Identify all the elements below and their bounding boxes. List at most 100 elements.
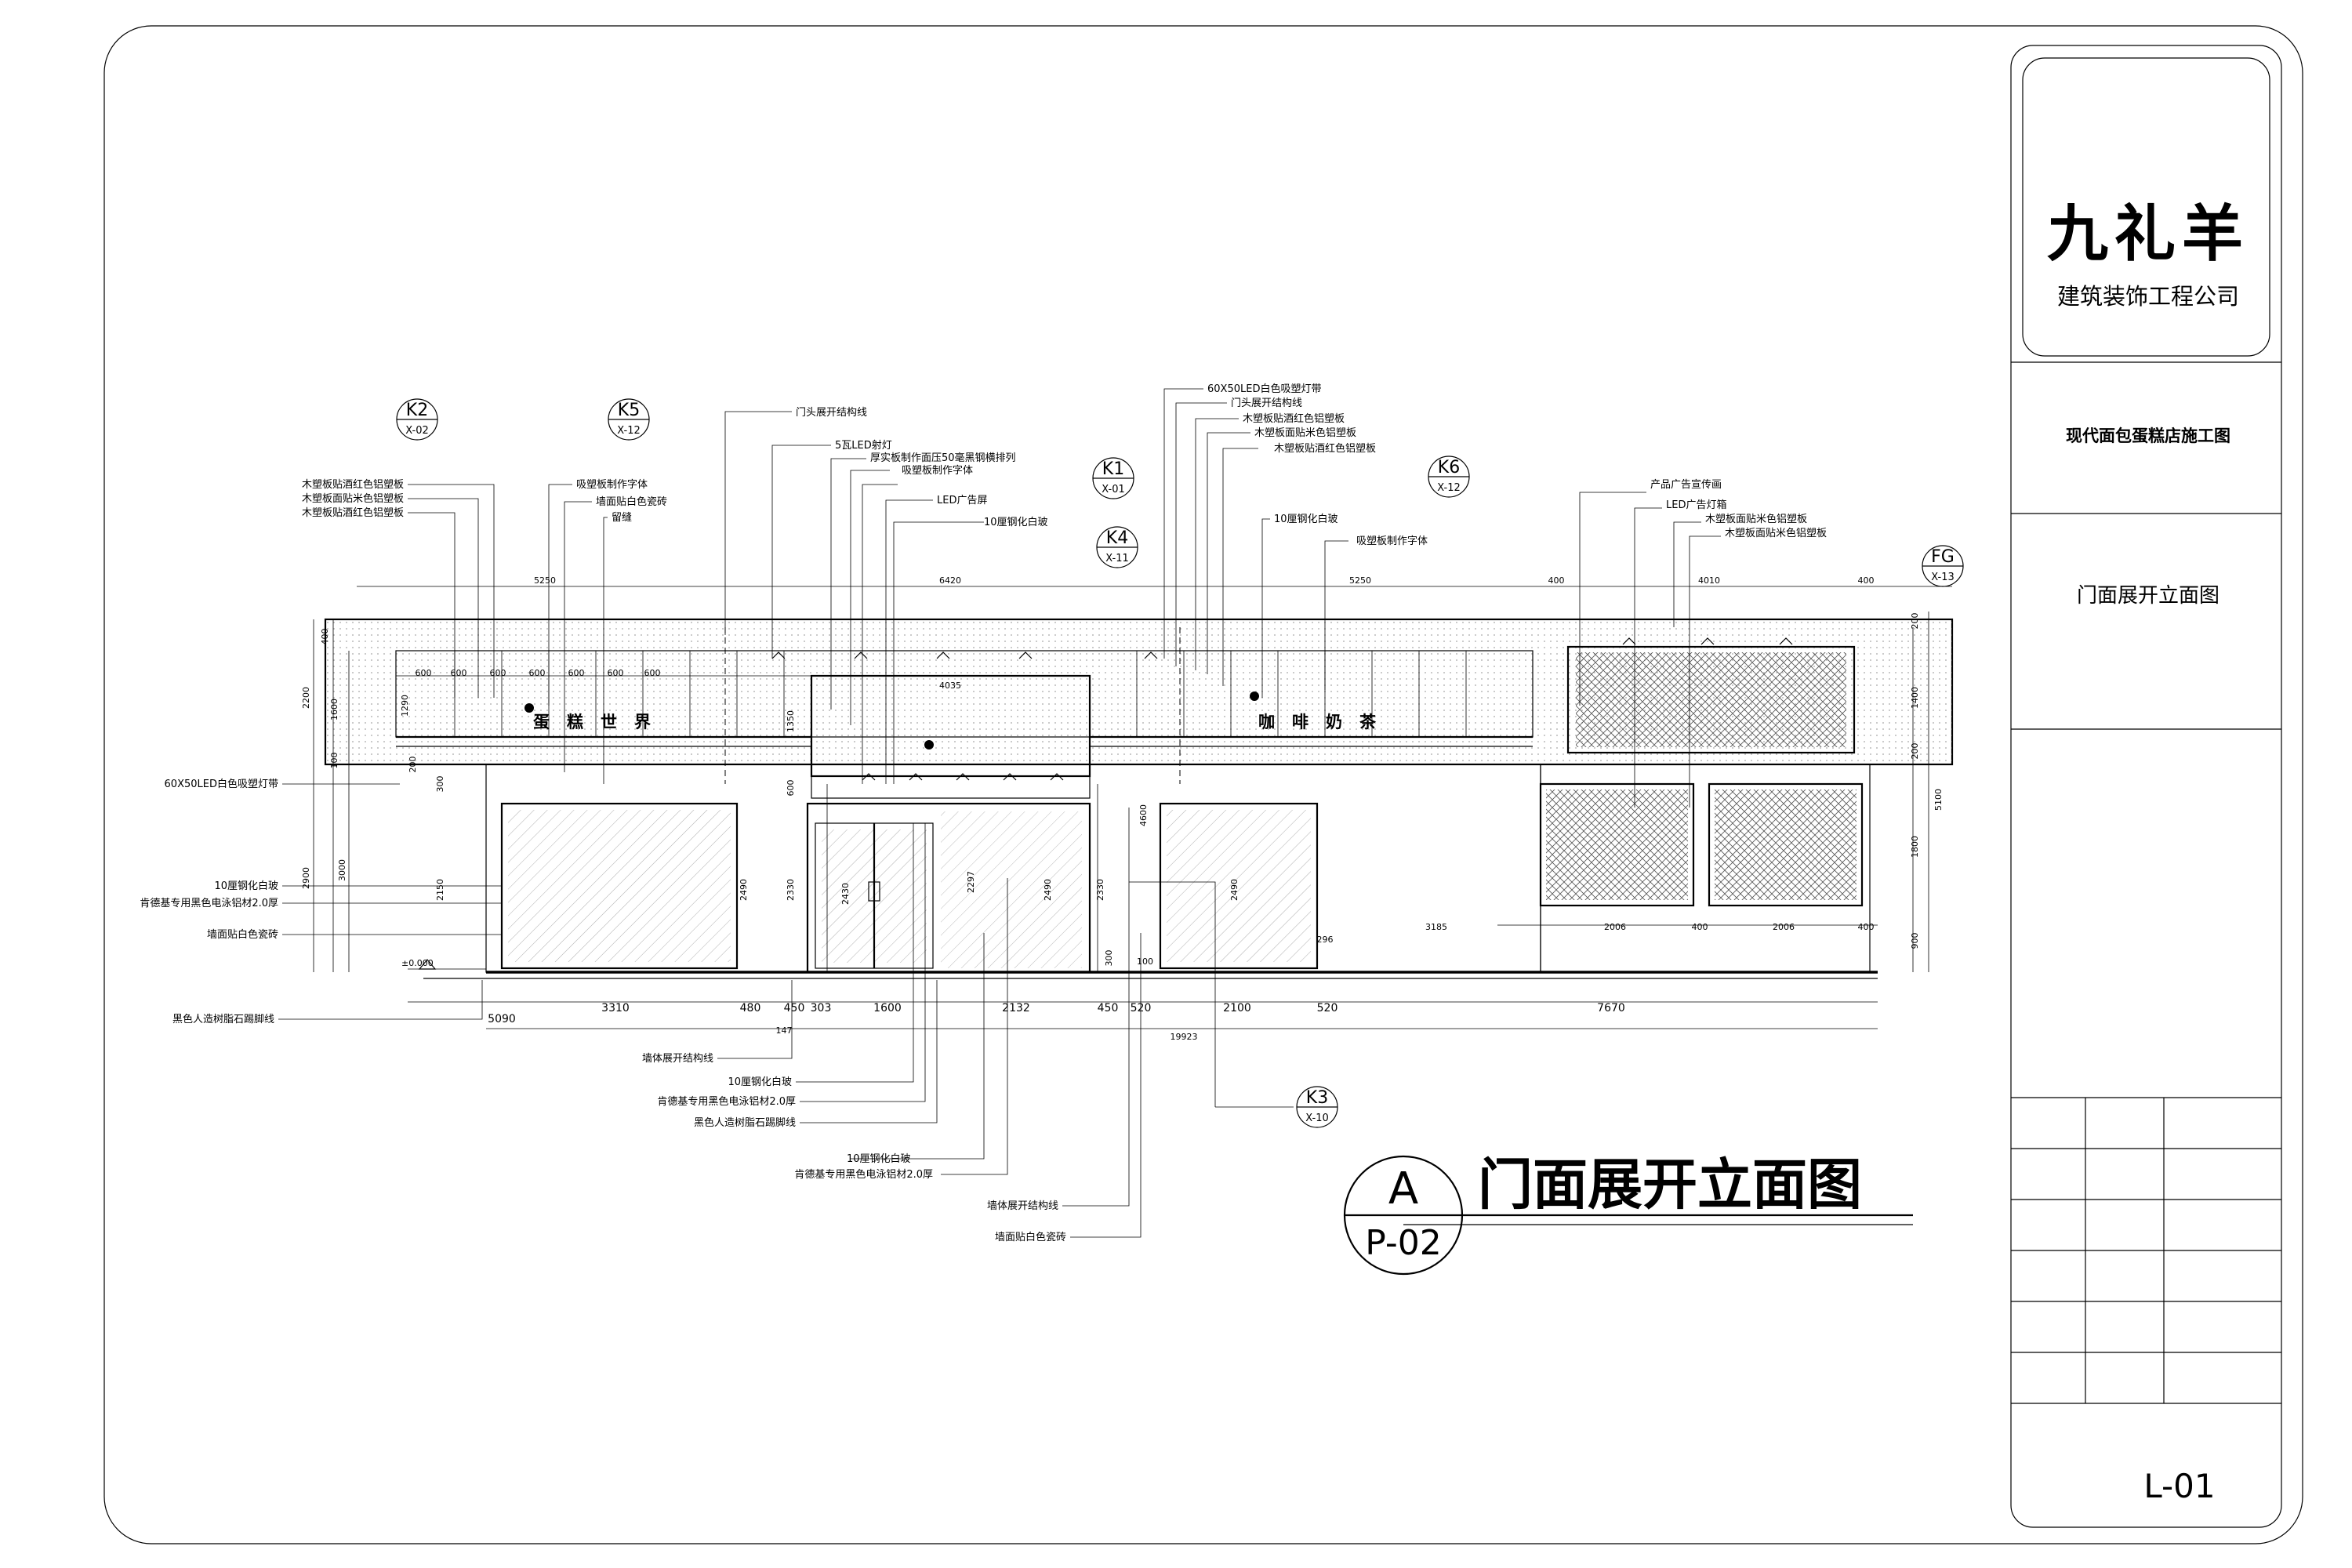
svg-text:600: 600: [451, 668, 467, 678]
svg-text:2490: 2490: [1229, 879, 1240, 901]
ann-glass-2: 10厘钢化白玻: [1274, 513, 1338, 525]
svg-text:4010: 4010: [1698, 575, 1720, 586]
ann-wpc-beige-2: 木塑板面贴米色铝塑板: [1254, 426, 1356, 439]
tag-k5: K5 X-12: [608, 398, 650, 441]
svg-text:K4: K4: [1106, 528, 1128, 548]
dimension-texts: 5250 6420 5250 400 4010 400 600 600 600 …: [301, 575, 1944, 1042]
svg-text:1600: 1600: [329, 699, 339, 720]
svg-text:600: 600: [608, 668, 624, 678]
svg-text:600: 600: [786, 780, 796, 797]
svg-text:2430: 2430: [840, 883, 851, 905]
svg-text:3185: 3185: [1425, 922, 1447, 932]
svg-text:X-11: X-11: [1105, 553, 1129, 564]
ann-bottom-alu: 肯德基专用黑色电泳铝材2.0厚: [657, 1095, 796, 1108]
elevation: [324, 618, 1954, 979]
svg-text:2900: 2900: [301, 867, 311, 889]
svg-text:2490: 2490: [1043, 879, 1053, 901]
svg-text:480: 480: [740, 1002, 761, 1014]
dimension-lines: [313, 586, 1952, 1029]
ann-door-frame-line: 门头展开结构线: [796, 407, 867, 419]
signage-cake: 蛋糕世界: [533, 713, 668, 731]
tag-k3: K3 X-10: [1296, 1086, 1338, 1128]
svg-text:K2: K2: [406, 401, 428, 420]
svg-text:200: 200: [408, 757, 418, 773]
project-name: 现代面包蛋糕店施工图: [2066, 426, 2230, 445]
ann-wpc-red-4: 木塑板贴酒红色铝塑板: [1274, 442, 1376, 455]
ann-led-strip-left: 60X50LED白色吸塑灯带: [165, 778, 278, 790]
svg-text:X-01: X-01: [1102, 484, 1125, 495]
svg-text:2150: 2150: [435, 879, 445, 901]
ann-bottom-glass-2: 10厘钢化白玻: [847, 1152, 911, 1165]
svg-text:4600: 4600: [1138, 804, 1149, 826]
company-logo: 九礼羊: [2047, 199, 2249, 270]
ann-wall-tile-1: 墙面贴白色瓷砖: [596, 495, 667, 508]
svg-text:K5: K5: [618, 401, 640, 420]
ann-alu-left: 肯德基专用黑色电泳铝材2.0厚: [140, 897, 278, 909]
svg-text:5100: 5100: [1933, 789, 1944, 811]
tag-k4: K4 X-11: [1096, 526, 1138, 568]
tag-k6: K6 X-12: [1428, 456, 1470, 498]
svg-text:600: 600: [529, 668, 546, 678]
svg-text:2330: 2330: [786, 879, 796, 901]
leaders: [278, 388, 1721, 1238]
ann-product-ad: 产品广告宣传画: [1650, 478, 1722, 491]
svg-text:X-12: X-12: [617, 425, 641, 437]
ann-bottom-alu-2: 肯德基专用黑色电泳铝材2.0厚: [794, 1168, 933, 1181]
svg-text:3310: 3310: [601, 1002, 630, 1014]
svg-text:1800: 1800: [1910, 836, 1920, 858]
title-block: 九礼羊 建筑装饰工程公司 现代面包蛋糕店施工图 门面展开立面图 L-01: [2010, 45, 2282, 1528]
svg-text:600: 600: [490, 668, 506, 678]
drawing-title: A P-02 门面展开立面图: [1343, 1152, 1913, 1276]
ann-bottom-tile: 墙面贴白色瓷砖: [995, 1231, 1066, 1243]
ann-bottom-glass: 10厘钢化白玻: [728, 1076, 792, 1088]
ann-wpc-beige-1: 木塑板面贴米色铝塑板: [302, 492, 404, 505]
svg-text:900: 900: [1910, 933, 1920, 949]
svg-text:FG: FG: [1931, 547, 1955, 567]
svg-text:600: 600: [644, 668, 661, 678]
svg-text:400: 400: [320, 629, 330, 645]
svg-text:300: 300: [1104, 950, 1114, 967]
drawing-title-text: 门面展开立面图: [1478, 1152, 1862, 1217]
svg-text:6420: 6420: [939, 575, 961, 586]
ann-led-lightbox: LED广告灯箱: [1666, 499, 1726, 511]
svg-text:300: 300: [435, 776, 445, 793]
ann-wpc-beige-3: 木塑板面贴米色铝塑板: [1705, 513, 1807, 525]
svg-text:7670: 7670: [1597, 1002, 1625, 1014]
svg-text:1290: 1290: [400, 695, 410, 717]
svg-text:5250: 5250: [1349, 575, 1371, 586]
ann-acrylic-letters-1: 吸塑板制作字体: [576, 479, 648, 491]
ann-wpc-beige-4: 木塑板面贴米色铝塑板: [1725, 527, 1827, 539]
sheet-border: [103, 25, 2303, 1544]
tag-fg: FG X-13: [1922, 545, 1964, 587]
svg-text:5090: 5090: [488, 1013, 516, 1025]
ann-led-strip-top: 60X50LED白色吸塑灯带: [1207, 383, 1321, 395]
svg-text:2200: 2200: [301, 687, 311, 709]
svg-text:X-02: X-02: [405, 425, 429, 437]
drawing-view-letter: A: [1388, 1163, 1418, 1214]
svg-text:1350: 1350: [786, 710, 796, 732]
ann-glass-1: 10厘钢化白玻: [984, 516, 1048, 528]
svg-text:4035: 4035: [939, 681, 961, 691]
svg-text:296: 296: [1317, 935, 1334, 945]
drawing-view-ref: P-02: [1365, 1223, 1441, 1263]
ann-led-spot: 5瓦LED射灯: [835, 439, 892, 452]
drawing-name: 门面展开立面图: [2077, 584, 2220, 608]
svg-text:2490: 2490: [739, 879, 749, 901]
svg-text:K6: K6: [1438, 458, 1460, 477]
svg-text:200: 200: [1910, 743, 1920, 760]
svg-text:2132: 2132: [1002, 1002, 1030, 1014]
level-mark: ±0.000: [401, 958, 486, 970]
ann-wpc-red-2: 木塑板贴酒红色铝塑板: [302, 506, 404, 519]
svg-text:2100: 2100: [1223, 1002, 1251, 1014]
svg-text:2330: 2330: [1095, 879, 1105, 901]
svg-text:303: 303: [811, 1002, 832, 1014]
svg-text:450: 450: [1098, 1002, 1119, 1014]
sheet-number: L-01: [2143, 1467, 2215, 1505]
ann-led-screen: LED广告屏: [937, 495, 987, 506]
svg-text:400: 400: [1548, 575, 1565, 586]
tag-k1: K1 X-01: [1092, 457, 1134, 499]
signage-coffee: 咖啡奶茶: [1258, 713, 1393, 731]
ann-bottom-frame-2: 墙体展开结构线: [987, 1200, 1058, 1212]
ann-door-frame-line-2: 门头展开结构线: [1231, 397, 1302, 409]
